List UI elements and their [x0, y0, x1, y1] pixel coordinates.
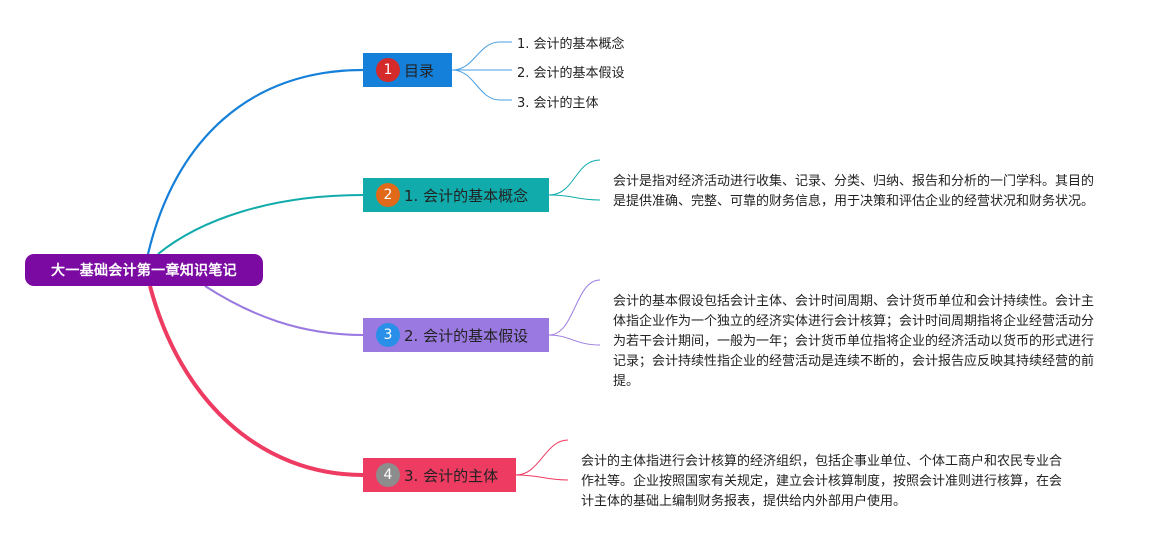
number-badge-icon: 1	[376, 58, 400, 82]
toc-item[interactable]: 3. 会计的主体	[517, 96, 599, 111]
branch-line-concept	[157, 194, 364, 255]
toc-item[interactable]: 1. 会计的基本概念	[517, 37, 625, 52]
note-concept: 会计是指对经济活动进行收集、记录、分类、归纳、报告和分析的一门学科。其目的是提供…	[613, 174, 1095, 209]
note-line-concept-top	[548, 159, 601, 196]
note-line-assumptions-bottom	[548, 334, 601, 346]
number-badge-icon: 3	[376, 323, 400, 347]
root-node[interactable]: 大一基础会计第一章知识笔记	[25, 254, 263, 286]
topic-entity[interactable]: 4 3. 会计的主体	[363, 458, 516, 492]
toc-item[interactable]: 2. 会计的基本假设	[517, 66, 625, 81]
note-line-entity-bottom	[515, 474, 569, 481]
topic-toc[interactable]: 1 目录	[363, 53, 452, 87]
branch-line-entity	[148, 285, 364, 477]
branch-line-assumptions	[204, 285, 364, 336]
note-assumptions: 会计的基本假设包括会计主体、会计时间周期、会计货币单位和会计持续性。会计主体指企…	[613, 294, 1095, 389]
note-line-entity-top	[515, 439, 569, 476]
note-entity: 会计的主体指进行会计核算的经济组织，包括企事业单位、个体工商户和农民专业合作社等…	[581, 454, 1063, 509]
topic-concept[interactable]: 2 1. 会计的基本概念	[363, 178, 549, 212]
note-line-concept-bottom	[548, 194, 601, 201]
sub-line-1	[451, 41, 512, 71]
number-badge-icon: 4	[376, 463, 400, 487]
number-badge-icon: 2	[376, 183, 400, 207]
topic-label: 1. 会计的基本概念	[404, 186, 529, 205]
topic-label: 2. 会计的基本假设	[404, 326, 529, 345]
topic-assumptions[interactable]: 3 2. 会计的基本假设	[363, 318, 549, 352]
note-line-assumptions-top	[548, 279, 601, 336]
topic-label: 目录	[404, 61, 435, 80]
sub-line-3	[451, 69, 512, 101]
root-title: 大一基础会计第一章知识笔记	[51, 263, 237, 279]
topic-label: 3. 会计的主体	[404, 466, 499, 485]
branch-line-toc	[146, 68, 364, 255]
